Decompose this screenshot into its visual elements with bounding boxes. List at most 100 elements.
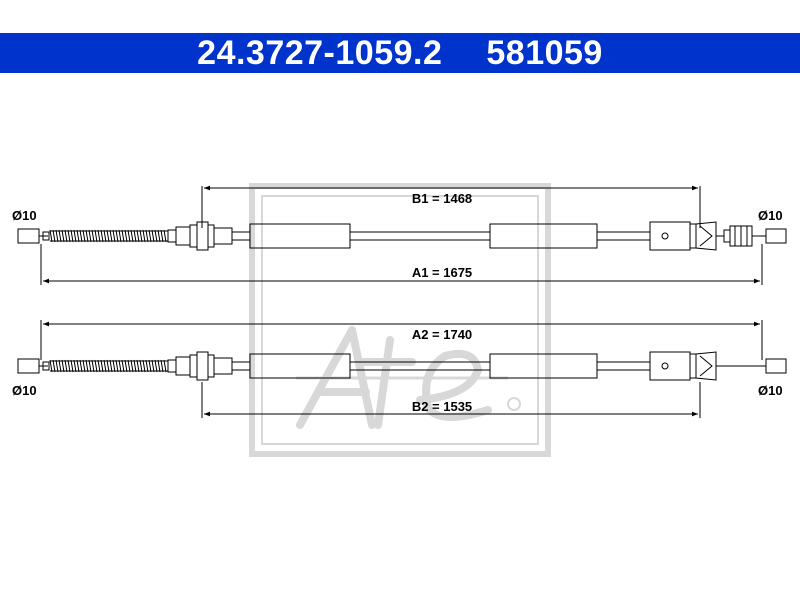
spring-coil (148, 229, 152, 243)
diameter-left-top: Ø10 (12, 208, 37, 223)
spring-coil (106, 229, 110, 243)
spring-coil (64, 359, 68, 373)
spring-coil (124, 229, 128, 243)
right-fitting (649, 351, 691, 381)
spring-coil (160, 229, 164, 243)
spring-coil (112, 229, 116, 243)
spring-coil (124, 359, 128, 373)
spring-coil (70, 359, 74, 373)
spring-coil (127, 229, 131, 243)
spring-coil (109, 229, 113, 243)
spring-coil (136, 229, 140, 243)
spring-coil (61, 229, 65, 243)
spring-coil (49, 359, 53, 373)
spring-coil (82, 359, 86, 373)
spring-coil (142, 359, 146, 373)
cable-top (17, 185, 787, 285)
spring-coil (145, 229, 149, 243)
spring-coil (139, 359, 143, 373)
spring-coil (49, 229, 53, 243)
spring-coil (136, 359, 140, 373)
diameter-right-top: Ø10 (758, 208, 783, 223)
left-end-ferrule (42, 361, 50, 371)
spring-coil (85, 229, 89, 243)
spring-coil (157, 229, 161, 243)
dimension-a2: A2 = 1740 (412, 327, 472, 342)
spring-coil (121, 229, 125, 243)
right-end-fitting (765, 358, 787, 374)
spring-coil (133, 359, 137, 373)
spring (49, 359, 167, 373)
spring-coil (148, 359, 152, 373)
spring-coil (58, 229, 62, 243)
spring-coil (61, 359, 65, 373)
spring-coil (76, 359, 80, 373)
spring-coil (64, 229, 68, 243)
spring-coil (133, 229, 137, 243)
spring-coil (151, 229, 155, 243)
spring-coil (154, 229, 158, 243)
spring-coil (157, 359, 161, 373)
spring-coil (160, 359, 164, 373)
left-nut (196, 351, 209, 381)
spring-coil (121, 359, 125, 373)
spring-coil (67, 229, 71, 243)
left-end-fitting (17, 358, 40, 374)
spring-coil (154, 359, 158, 373)
title-bar: 24.3727-1059.2 581059 (0, 33, 800, 73)
spring (49, 229, 167, 243)
left-end-ferrule (42, 231, 50, 241)
spring-coil (118, 359, 122, 373)
spring-coil (103, 229, 107, 243)
spring-coil (97, 229, 101, 243)
spring-coil (94, 359, 98, 373)
dimension-b2: B2 = 1535 (412, 399, 472, 414)
reference-number: 581059 (486, 33, 603, 72)
spring-coil (79, 229, 83, 243)
spring-coil (103, 359, 107, 373)
spring-coil (127, 359, 131, 373)
spring-coil (100, 229, 104, 243)
spring-coil (82, 229, 86, 243)
part-number: 24.3727-1059.2 (197, 33, 443, 72)
spring-coil (100, 359, 104, 373)
spring-coil (139, 229, 143, 243)
spring-coil (91, 229, 95, 243)
spring-coil (88, 359, 92, 373)
spring-coil (97, 359, 101, 373)
spring-coil (55, 229, 59, 243)
left-adjuster (175, 226, 191, 246)
diameter-right-bottom: Ø10 (758, 383, 783, 398)
left-end-fitting (17, 228, 40, 244)
spring-coil (79, 359, 83, 373)
spring-coil (163, 229, 167, 243)
spring-coil (73, 359, 77, 373)
spring-coil (88, 229, 92, 243)
spring-coil (106, 359, 110, 373)
protective-sleeve (249, 223, 351, 249)
spring-coil (67, 359, 71, 373)
protective-sleeve (249, 353, 351, 379)
dimension-a1: A1 = 1675 (412, 265, 472, 280)
spring-coil (76, 229, 80, 243)
spring-coil (70, 229, 74, 243)
spring-coil (130, 359, 134, 373)
spring-coil (58, 359, 62, 373)
spring-coil (55, 359, 59, 373)
diameter-left-bottom: Ø10 (12, 383, 37, 398)
dimension-b1: B1 = 1468 (412, 191, 472, 206)
spring-coil (163, 359, 167, 373)
protective-sleeve (489, 223, 598, 249)
spring-coil (52, 229, 56, 243)
right-end-fitting (765, 228, 787, 244)
spring-coil (112, 359, 116, 373)
spring-coil (142, 229, 146, 243)
spring-coil (115, 229, 119, 243)
left-adjuster (175, 356, 191, 376)
spring-coil (130, 229, 134, 243)
spring-coil (109, 359, 113, 373)
spring-coil (85, 359, 89, 373)
spring-coil (118, 229, 122, 243)
spring-coil (151, 359, 155, 373)
